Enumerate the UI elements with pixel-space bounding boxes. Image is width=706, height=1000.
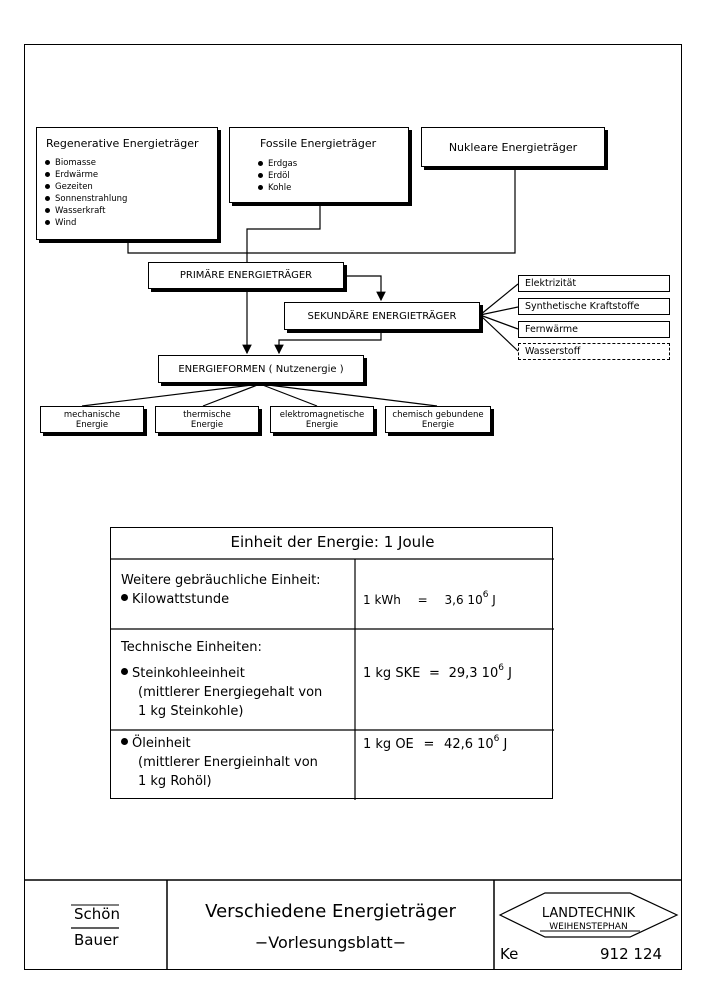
- nukleare-energietraeger-box: Nukleare Energieträger: [421, 127, 605, 167]
- row2-value: 1 kg SKE = 29,3 106 J: [363, 663, 512, 682]
- row2-label: Technische Einheiten:: [121, 640, 262, 655]
- list-item: Kohle: [256, 182, 297, 194]
- energy-form-line2: Energie: [190, 419, 224, 430]
- energy-form-line2: Energie: [421, 419, 455, 430]
- table-grid: [111, 558, 554, 800]
- row3-value: 1 kg OE = 42,6 106 J: [363, 734, 508, 753]
- sheet-subtitle: −Vorlesungsblatt−: [254, 933, 407, 952]
- list-item: Erdöl: [256, 170, 297, 182]
- row1-unit: 1 kWh: [363, 593, 401, 607]
- list-item: Erdwärme: [43, 169, 127, 181]
- output-synthetische-kraftstoffe: Synthetische Kraftstoffe: [518, 298, 670, 315]
- output-label: Fernwärme: [525, 324, 578, 335]
- primaere-label: PRIMÄRE ENERGIETRÄGER: [179, 270, 313, 281]
- row3-eq: =: [423, 737, 435, 752]
- sekundaere-label: SEKUNDÄRE ENERGIETRÄGER: [307, 310, 457, 322]
- row2-note1: (mittlerer Energiegehalt von: [138, 685, 323, 700]
- row1-exp: 6: [482, 590, 489, 600]
- list-item: Gezeiten: [43, 181, 127, 193]
- energy-form-line1: thermische: [183, 409, 231, 420]
- row3-note1: (mittlerer Energieinhalt von: [138, 755, 318, 770]
- output-fernwaerme: Fernwärme: [518, 321, 670, 338]
- row1-eq: =: [417, 593, 428, 607]
- energieformen-label: ENERGIEFORMEN ( Nutzenergie ): [178, 363, 344, 375]
- fossile-energietraeger-box: Fossile Energieträger Erdgas Erdöl Kohle: [229, 127, 409, 203]
- output-label: Synthetische Kraftstoffe: [525, 301, 640, 312]
- regenerative-energietraeger-box: Regenerative Energieträger Biomasse Erdw…: [36, 127, 218, 240]
- output-label: Elektrizität: [525, 278, 577, 289]
- list-item: Sonnenstrahlung: [43, 193, 127, 205]
- fossile-title: Fossile Energieträger: [260, 137, 377, 150]
- list-item: Wasserkraft: [43, 205, 127, 217]
- row2-note2: 1 kg Steinkohle): [138, 704, 244, 719]
- sheet-number: 912 124: [600, 945, 663, 963]
- author-bauer: Bauer: [74, 931, 119, 949]
- row3-item-text: Öleinheit: [132, 736, 191, 751]
- logo-weihenstephan: WEIHENSTEPHAN: [549, 922, 628, 932]
- row2-item-text: Steinkohleeinheit: [132, 666, 245, 681]
- sekundaere-energietraeger-box: SEKUNDÄRE ENERGIETRÄGER: [284, 302, 480, 330]
- row1-item: Kilowattstunde: [121, 591, 229, 608]
- list-item: Erdgas: [256, 158, 297, 170]
- fossile-list: Erdgas Erdöl Kohle: [256, 158, 297, 194]
- row2-joule: J: [508, 666, 512, 681]
- code-prefix: Ke: [500, 945, 519, 963]
- regenerative-list: Biomasse Erdwärme Gezeiten Sonnenstrahlu…: [43, 157, 127, 229]
- row2-exp: 6: [498, 663, 504, 673]
- energy-unit-table: Einheit der Energie: 1 Joule Weitere geb…: [110, 527, 554, 800]
- energy-form-line1: chemisch gebundene: [392, 409, 484, 420]
- row2-eq: =: [429, 666, 440, 681]
- sheet-title: Verschiedene Energieträger: [205, 901, 456, 922]
- row3-item: Öleinheit: [121, 735, 191, 752]
- primaere-energietraeger-box: PRIMÄRE ENERGIETRÄGER: [148, 262, 344, 289]
- row3-exp: 6: [493, 734, 500, 744]
- row1-joule: J: [492, 593, 496, 607]
- output-elektrizitaet: Elektrizität: [518, 275, 670, 292]
- logo-landtechnik: LANDTECHNIK: [541, 906, 636, 921]
- energieformen-box: ENERGIEFORMEN ( Nutzenergie ): [158, 355, 364, 383]
- energy-form-mechanisch: mechanische Energie: [40, 406, 144, 433]
- list-item: Biomasse: [43, 157, 127, 169]
- row3-mantissa: 42,6 10: [444, 737, 494, 752]
- energy-form-chemisch: chemisch gebundene Energie: [385, 406, 491, 433]
- regenerative-title: Regenerative Energieträger: [46, 137, 199, 150]
- energy-form-elektromagnetisch: elektromagnetische Energie: [270, 406, 374, 433]
- row1-value: 1 kWh = 3,6 106 J: [363, 590, 496, 609]
- energy-form-line1: mechanische: [63, 409, 121, 420]
- row1-label: Weitere gebräuchliche Einheit:: [121, 573, 321, 588]
- row3-joule: J: [503, 737, 508, 752]
- list-item: Wind: [43, 217, 127, 229]
- sheet-frame: [24, 44, 682, 970]
- row3-unit: 1 kg OE: [363, 737, 414, 752]
- logo-shape: [498, 892, 679, 938]
- nukleare-title: Nukleare Energieträger: [448, 140, 578, 154]
- row2-item: Steinkohleeinheit: [121, 665, 245, 682]
- energy-form-line1: elektromagnetische: [279, 409, 365, 420]
- bullet-icon: [121, 738, 128, 745]
- bullet-icon: [121, 668, 128, 675]
- energy-form-line2: Energie: [75, 419, 109, 430]
- row3-note2: 1 kg Rohöl): [138, 774, 212, 789]
- row2-unit: 1 kg SKE: [363, 666, 421, 681]
- table-header: Einheit der Energie: 1 Joule: [230, 533, 435, 551]
- energy-form-line2: Energie: [305, 419, 339, 430]
- author-schoen: Schön: [74, 905, 120, 923]
- energy-form-thermisch: thermische Energie: [155, 406, 259, 433]
- bullet-icon: [121, 594, 128, 601]
- row1-item-text: Kilowattstunde: [132, 592, 230, 607]
- row2-mantissa: 29,3 10: [448, 666, 499, 681]
- row1-mantissa: 3,6 10: [444, 593, 483, 607]
- output-label: Wasserstoff: [525, 346, 581, 357]
- output-wasserstoff: Wasserstoff: [518, 343, 670, 360]
